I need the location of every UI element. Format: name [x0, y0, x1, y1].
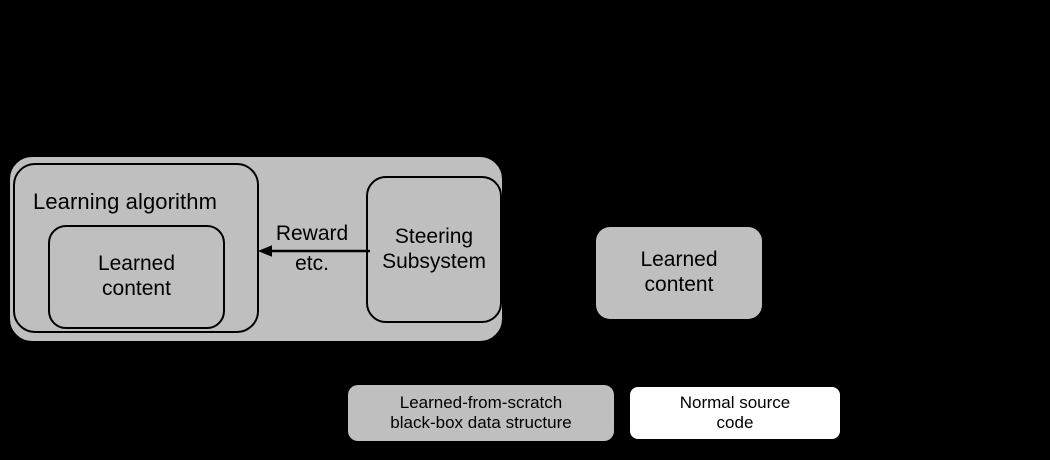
reward-arrow-icon: [258, 245, 370, 257]
learning-algorithm-label: Learning algorithm: [33, 189, 218, 214]
steering-subsystem-box: Steering Subsystem: [366, 176, 502, 323]
reward-arrow-label-below: etc.: [295, 252, 329, 275]
learned-content-inner-box: Learned content: [48, 225, 225, 329]
legend-normal-source-code-box: Normal source code: [628, 385, 842, 441]
learned-content-standalone-box: Learned content: [596, 227, 762, 319]
reward-arrow-label-above: Reward: [275, 222, 349, 245]
legend-learned-from-scratch-box: Learned-from-scratch black-box data stru…: [348, 385, 614, 441]
